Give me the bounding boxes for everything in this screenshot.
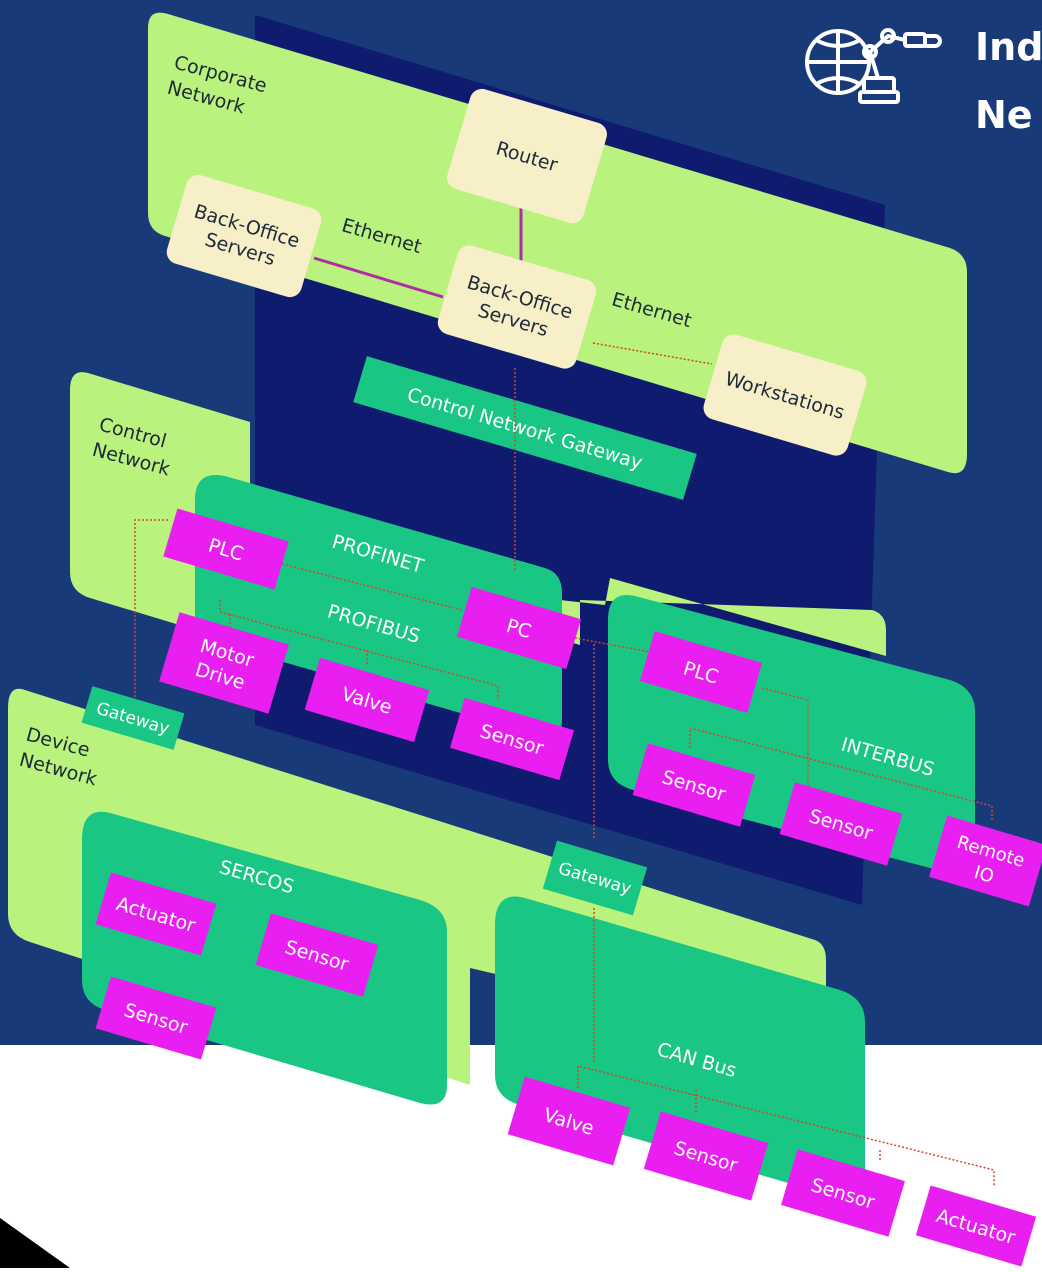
valve-profibus: Valve	[304, 657, 430, 743]
link-servers-workstations	[592, 342, 713, 365]
plc-left: PLC	[163, 508, 289, 590]
remote-io: RemoteIO	[929, 815, 1042, 907]
industrial-network-icon	[805, 28, 942, 104]
profinet-segment	[195, 475, 562, 738]
sensor-interbus-2: Sensor	[779, 782, 903, 866]
actuator-canbus: Actuator	[915, 1185, 1037, 1267]
canbus-links	[577, 908, 995, 1186]
title-line-1: Ind	[975, 25, 1042, 69]
pc-box: PC	[456, 586, 582, 670]
plc-right: PLC	[639, 631, 763, 713]
gateway-center: Gateway	[542, 840, 648, 916]
sensor-interbus-1: Sensor	[632, 743, 756, 827]
actuator-sercos: Actuator	[95, 872, 217, 956]
back-office-servers-left: Back-OfficeServers	[166, 174, 322, 298]
title-line-2: Ne	[975, 93, 1033, 137]
link-servers-left-center	[313, 256, 444, 299]
sensor-canbus-1: Sensor	[643, 1111, 769, 1201]
motor-drive: MotorDrive	[159, 612, 289, 714]
router-box: Router	[447, 88, 607, 224]
back-office-servers-center: Back-OfficeServers	[437, 245, 597, 369]
sensor-sercos-2: Sensor	[95, 976, 217, 1060]
workstations-box: Workstations	[703, 334, 867, 456]
black-corner	[0, 1218, 70, 1268]
sensor-canbus-2: Sensor	[781, 1149, 905, 1237]
sensor-profibus: Sensor	[449, 697, 575, 781]
valve-canbus: Valve	[507, 1076, 631, 1166]
sensor-sercos-1: Sensor	[255, 913, 379, 997]
